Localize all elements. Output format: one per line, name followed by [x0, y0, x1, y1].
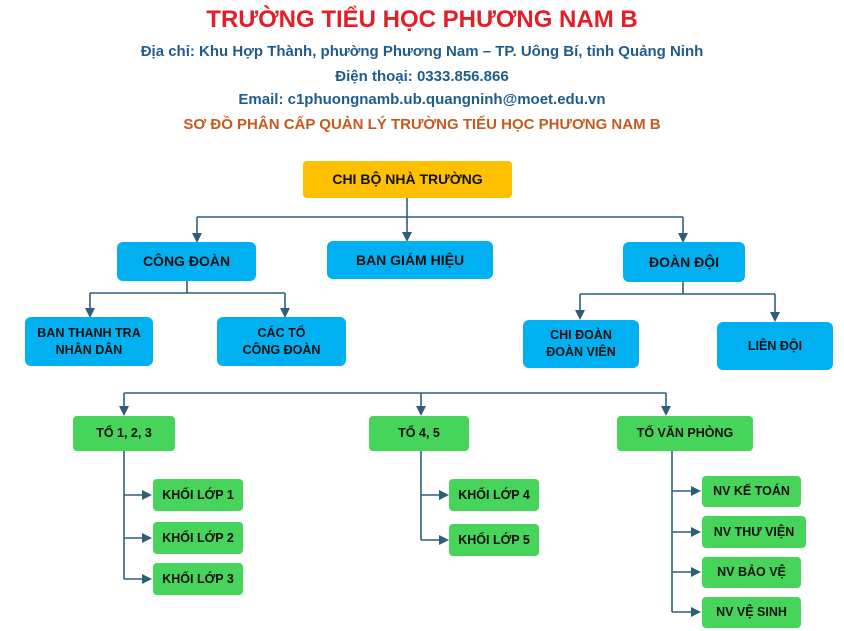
node-lien-doi: LIÊN ĐỘI	[717, 322, 833, 370]
node-chi-bo-nha-truong: CHI BỘ NHÀ TRƯỜNG	[303, 161, 512, 198]
connector-root-bus	[197, 198, 683, 218]
node-cac-to-cong-doan: CÁC TỔ CÔNG ĐOÀN	[217, 317, 346, 366]
node-to-van-phong: TỔ VĂN PHÒNG	[617, 416, 753, 451]
node-chi-doan-doan-vien: CHI ĐOÀN ĐOÀN VIÊN	[523, 320, 639, 368]
school-name: TRƯỜNG TIỂU HỌC PHƯƠNG NAM B	[206, 6, 638, 33]
node-cong-doan: CÔNG ĐOÀN	[117, 242, 256, 281]
node-to-4-5: TỔ 4, 5	[369, 416, 469, 451]
school-address: Địa chỉ: Khu Hợp Thành, phường Phương Na…	[140, 43, 704, 60]
node-khoi-lop-2: KHỐI LỚP 2	[153, 522, 243, 554]
node-nv-thu-vien: NV THƯ VIỆN	[702, 516, 806, 548]
node-ban-thanh-tra-line1: BAN THANH TRA	[37, 325, 141, 340]
node-khoi-lop-5: KHỐI LỚP 5	[449, 524, 539, 556]
chart-title: SƠ ĐỒ PHÂN CẤP QUẢN LÝ TRƯỜNG TIỂU HỌC P…	[183, 116, 661, 133]
node-cac-to-line2: CÔNG ĐOÀN	[242, 342, 321, 357]
school-phone: Điện thoại: 0333.856.866	[335, 68, 509, 85]
node-khoi-lop-4: KHỐI LỚP 4	[449, 479, 539, 511]
node-nv-ve-sinh: NV VỆ SINH	[702, 597, 801, 628]
node-chi-doan-line2: ĐOÀN VIÊN	[546, 345, 616, 359]
node-cac-to-line1: CÁC TỔ	[257, 325, 306, 340]
node-to-1-2-3: TỔ 1, 2, 3	[73, 416, 175, 451]
school-email: Email: c1phuongnamb.ub.quangninh@moet.ed…	[238, 91, 606, 108]
node-ban-thanh-tra-line2: NHÂN DÂN	[55, 342, 123, 357]
node-doan-doi: ĐOÀN ĐỘI	[623, 242, 745, 282]
node-nv-bao-ve: NV BẢO VỆ	[702, 557, 801, 588]
connector-cong-doan-bus	[90, 281, 285, 294]
node-chi-doan-line1: CHI ĐOÀN	[550, 328, 612, 343]
node-ban-giam-hieu: BAN GIÁM HIỆU	[327, 241, 493, 279]
node-khoi-lop-3: KHỐI LỚP 3	[153, 563, 243, 595]
node-nv-ke-toan: NV KẾ TOÁN	[702, 476, 801, 507]
node-ban-thanh-tra-nhan-dan: BAN THANH TRA NHÂN DÂN	[25, 317, 153, 366]
node-khoi-lop-1: KHỐI LỚP 1	[153, 479, 243, 511]
connector-doan-doi-bus	[580, 282, 775, 295]
